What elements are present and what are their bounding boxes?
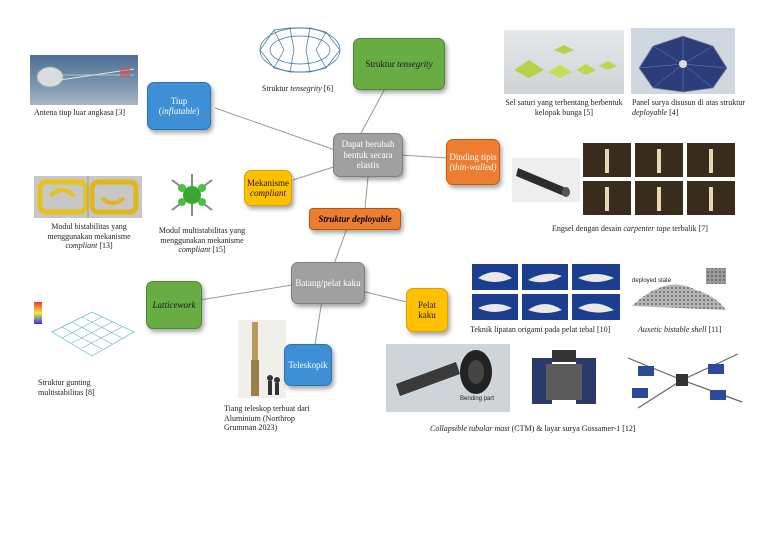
caption-sel-surya: Sel saturi yang terbentang berbentuk kel… <box>505 98 623 117</box>
caption-bistabil-post: [13] <box>97 241 113 251</box>
caption-tensegrity-pre: Struktur <box>262 84 291 93</box>
auxetic-shell-image: deployed state <box>626 266 730 322</box>
multistable-module-image <box>164 170 220 220</box>
caption-multistabil-post: [15] <box>210 245 226 255</box>
caption-ctm: Collapsible tubular mast (CTM) & layar s… <box>430 424 636 434</box>
caption-tensegrity-em: tensegrity <box>290 84 322 93</box>
caption-panel-pre: Panel surya disusun di atas struktur <box>632 98 746 107</box>
hub-elastic: Dapat berubah bentuk secara elastis <box>333 133 403 177</box>
caption-bistabil-pre: Modul bistabilitas yang menggunakan meka… <box>47 222 131 241</box>
node-thinwalled-text: Dinding tipis <box>449 151 497 162</box>
caption-auxetic-em: Auxetic bistable shell <box>638 325 707 334</box>
line-rigid-latticework <box>199 284 293 301</box>
gossamer-deployed-render <box>618 344 748 414</box>
line-elastic-thinwalled <box>399 154 449 159</box>
caption-bistabil: Modul bistabilitas yang menggunakan meka… <box>34 222 144 251</box>
inflatable-antenna-photo <box>30 55 138 105</box>
collapsible-tubular-mast-render: Bending part <box>386 344 510 412</box>
node-tensegrity-em: tensegrity <box>397 58 433 69</box>
scissor-structure-image <box>34 292 138 372</box>
node-thinwalled-em: (thin-walled) <box>449 162 497 172</box>
bending-part-label: Bending part <box>460 396 495 402</box>
caption-engsel-post: terbalik [7] <box>670 224 708 233</box>
caption-tensegrity-post: [6] <box>321 84 334 93</box>
caption-multistabil: Modul multistabilitas yang menggunakan m… <box>146 226 258 255</box>
solar-panel-array-photo <box>631 28 735 94</box>
line-elastic-compliant <box>292 164 341 181</box>
node-thin-walled: Dinding tipis(thin-walled) <box>446 139 500 185</box>
caption-gunting: Struktur gunting multistabilitas [8] <box>38 378 95 397</box>
caption-tiang: Tiang teleskop terbuat dari Aluminium (N… <box>224 404 310 433</box>
center-node-struktur-deployable: Struktur deployable <box>309 208 401 230</box>
line-rigid-pelatkaku <box>364 291 408 303</box>
caption-origami: Teknik lipatan origami pada pelat tebal … <box>470 325 611 334</box>
caption-panel-em: deployable <box>632 107 668 117</box>
origami-plate-images <box>472 264 622 322</box>
caption-multistabil-em: compliant <box>178 245 211 255</box>
hub-rigid: Batang/pelat kaku <box>291 262 365 304</box>
caption-antena: Antena tiup luar angkasa [3] <box>34 108 126 117</box>
tensegrity-structure-image <box>254 20 346 80</box>
caption-engsel: Engsel dengan desain carpenter tape terb… <box>552 224 752 234</box>
caption-engsel-pre: Engsel dengan desain <box>552 224 624 233</box>
caption-panel-surya: Panel surya disusun di atas struktur dep… <box>632 98 758 117</box>
node-tensegrity-text: Struktur <box>365 58 398 69</box>
node-inflatable-post: ) <box>196 106 200 116</box>
line-elastic-inflatable <box>214 107 336 151</box>
deployed-state-label: deployed state <box>632 278 672 284</box>
solar-petals-photo <box>504 30 624 94</box>
gossamer-stowed-render <box>516 344 612 414</box>
caption-auxetic-post: [11] <box>706 325 722 334</box>
thin-walled-tube-photo <box>512 158 580 202</box>
node-inflatable-text: Tiup ( <box>158 95 188 116</box>
caption-panel-post: [4] <box>667 107 679 117</box>
caption-ctm-post: (CTM) & layar surya Gossamer-1 [12] <box>509 424 636 433</box>
caption-auxetic: Auxetic bistable shell [11] <box>638 325 721 335</box>
caption-tensegrity: Struktur tensegrity [6] <box>262 84 333 94</box>
node-teleskopik: Teleskopik <box>284 344 332 386</box>
line-rigid-teleskopik <box>314 299 323 346</box>
caption-bistabil-em: compliant <box>65 241 98 251</box>
caption-ctm-em: Collapsible tubular mast <box>430 424 510 433</box>
node-latticework-text: Latticework <box>152 299 196 310</box>
caption-engsel-em: carpenter tape <box>623 224 671 233</box>
node-compliant-em: compliant <box>250 188 286 198</box>
caption-multistabil-pre: Modul multistabilitas yang menggunakan m… <box>158 226 246 245</box>
telescopic-mast-photo <box>238 320 286 398</box>
bistable-module-photo <box>34 176 142 218</box>
node-pelat-kaku: Pelat kaku <box>406 288 448 332</box>
node-inflatable: Tiup (inflatable) <box>147 82 211 130</box>
node-inflatable-em: inflatable <box>161 106 197 116</box>
carpenter-tape-hinge-photos <box>583 143 735 215</box>
node-tensegrity: Struktur tensegrity <box>353 38 445 90</box>
node-compliant-text: Mekanisme <box>247 177 289 188</box>
node-latticework: Latticework <box>146 281 202 329</box>
